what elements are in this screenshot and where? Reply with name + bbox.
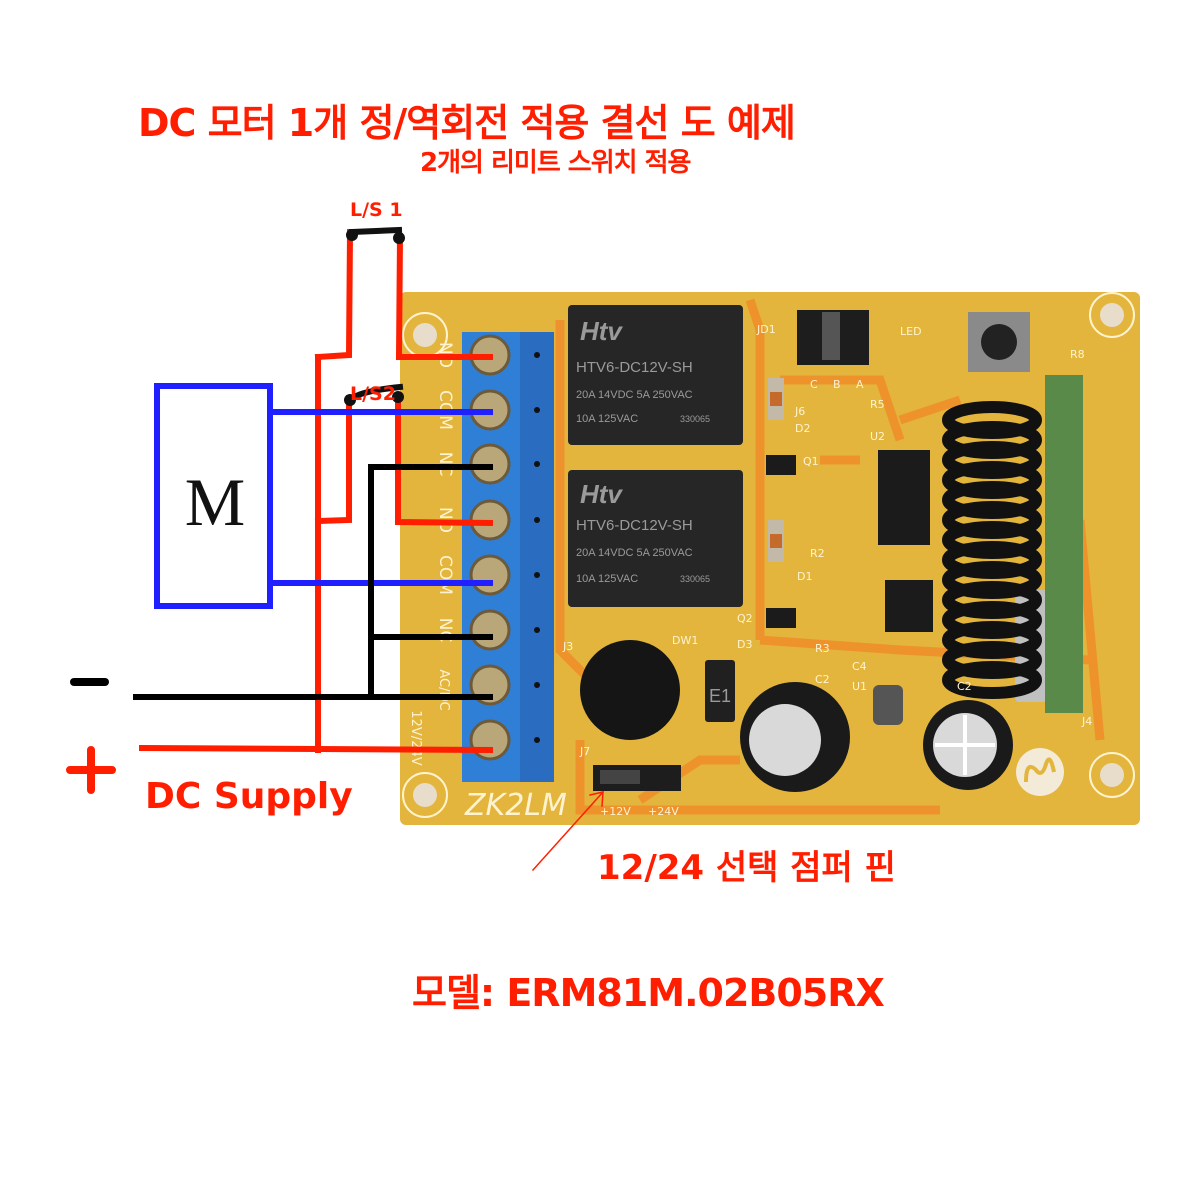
limit-switch-2-label: L/S2	[350, 383, 396, 405]
svg-text:Htv: Htv	[580, 316, 623, 346]
diagram-subtitle: 2개의 리미트 스위치 적용	[420, 148, 691, 178]
diode-dw1: E1	[705, 660, 735, 722]
svg-text:R5: R5	[870, 398, 885, 411]
buzzer	[580, 640, 680, 740]
svg-text:HTV6-DC12V-SH: HTV6-DC12V-SH	[576, 517, 693, 534]
diode-d2	[768, 378, 784, 420]
diode-d1	[768, 520, 784, 562]
terminal-hole	[534, 517, 540, 523]
svg-text:LED: LED	[900, 325, 922, 338]
svg-text:Q2: Q2	[737, 612, 753, 625]
silkscreen-labels: JD1 C B A R5 J6 D2 Q1 U2 R2 D1 R3 Q2 D3 …	[464, 323, 1092, 823]
terminal-label: 12V/24V	[408, 710, 423, 765]
terminal-hole	[534, 407, 540, 413]
svg-text:20A 14VDC 5A 250VAC: 20A 14VDC 5A 250VAC	[576, 547, 693, 559]
voltage-regulator-u1	[873, 685, 903, 725]
svg-text:C: C	[810, 378, 818, 391]
capacitor-c2-right	[923, 700, 1013, 790]
wire-dc-positive	[138, 744, 494, 754]
terminal-hole	[534, 627, 540, 633]
svg-text:R2: R2	[810, 547, 825, 560]
svg-text:C4: C4	[852, 660, 867, 673]
brand-logo	[1016, 748, 1064, 796]
relay-1: Htv HTV6-DC12V-SH 20A 14VDC 5A 250VAC 10…	[568, 305, 743, 445]
svg-text:C2: C2	[957, 680, 972, 693]
terminal-hole	[534, 737, 540, 743]
svg-text:U2: U2	[870, 430, 885, 443]
transistor-q1	[766, 455, 796, 475]
arrow-to-jumper	[531, 790, 605, 872]
svg-text:D3: D3	[737, 638, 752, 651]
dc-supply-label: DC Supply	[145, 776, 353, 817]
svg-text:Htv: Htv	[580, 479, 623, 509]
jumper-note: 12/24 선택 점퍼 핀	[597, 848, 896, 888]
limit-switch-2	[344, 383, 404, 406]
antenna-coil	[942, 401, 1042, 699]
wire-ls1-left	[314, 228, 354, 361]
transistor-q2	[766, 608, 796, 628]
capacitor-c2-left	[740, 682, 850, 792]
relay-2: Htv HTV6-DC12V-SH 20A 14VDC 5A 250VAC 10…	[568, 470, 743, 607]
mounting-hole	[402, 292, 1135, 818]
motor-label: M	[185, 464, 245, 540]
svg-text:R8: R8	[1070, 348, 1085, 361]
antenna-coil-turn	[942, 661, 1042, 699]
blue-wires	[154, 383, 493, 609]
voltage-jumper[interactable]: +12V +24V	[593, 765, 681, 818]
svg-text:D1: D1	[797, 570, 812, 583]
wire-ls2-left	[314, 395, 352, 525]
svg-text:Q1: Q1	[803, 455, 819, 468]
diagram-title: DC 모터 1개 정/역회전 적용 결선 도 예제	[138, 101, 796, 145]
svg-text:J3: J3	[562, 640, 573, 653]
jumper-24v-label: +24V	[648, 805, 679, 818]
svg-text:A: A	[856, 378, 864, 391]
wire-ls2-right	[395, 394, 494, 527]
limit-switch-1-label: L/S 1	[350, 199, 403, 221]
svg-text:B: B	[833, 378, 841, 391]
svg-text:330065: 330065	[680, 414, 710, 424]
svg-text:E1: E1	[709, 686, 731, 706]
svg-text:20A 14VDC 5A 250VAC: 20A 14VDC 5A 250VAC	[576, 389, 693, 401]
pcb-brand: ZK2LM	[464, 788, 567, 823]
model-label: 모델: ERM81M.02B05RX	[412, 971, 885, 1015]
svg-text:HTV6-DC12V-SH: HTV6-DC12V-SH	[576, 359, 693, 376]
svg-text:10A 125VAC: 10A 125VAC	[576, 413, 638, 425]
wire-ls1-right	[395, 232, 493, 360]
black-wires	[133, 464, 493, 700]
push-button	[968, 312, 1030, 372]
svg-text:C2: C2	[815, 673, 830, 686]
svg-text:J4: J4	[1081, 715, 1092, 728]
svg-text:J7: J7	[579, 745, 590, 758]
terminal-hole	[534, 572, 540, 578]
ic-u3	[885, 580, 933, 632]
svg-text:10A 125VAC: 10A 125VAC	[576, 573, 638, 585]
terminal-hole	[534, 461, 540, 467]
ic-u2	[878, 450, 930, 545]
svg-text:330065: 330065	[680, 574, 710, 584]
terminal-screw-5[interactable]	[469, 554, 511, 596]
terminal-label: AC/DC	[436, 669, 451, 710]
rf-module	[1045, 375, 1083, 713]
plus-symbol	[66, 746, 116, 794]
terminal-label: COM	[435, 555, 455, 595]
terminal-block	[462, 332, 554, 782]
svg-text:J6: J6	[794, 405, 805, 418]
motor-box	[154, 383, 273, 609]
svg-text:R3: R3	[815, 642, 830, 655]
svg-text:DW1: DW1	[672, 634, 698, 647]
jumper-12v-label: +12V	[600, 805, 631, 818]
wire-nc1	[368, 464, 493, 700]
terminal-hole	[534, 682, 540, 688]
terminal-hole	[534, 352, 540, 358]
terminal-screw-8[interactable]	[469, 719, 511, 761]
svg-text:D2: D2	[795, 422, 810, 435]
red-wires	[138, 228, 494, 754]
svg-text:U1: U1	[852, 680, 867, 693]
svg-text:JD1: JD1	[756, 323, 776, 336]
terminal-screw-6[interactable]	[469, 609, 511, 651]
limit-switch-1	[346, 226, 405, 244]
pin-header-jd1	[797, 310, 869, 365]
